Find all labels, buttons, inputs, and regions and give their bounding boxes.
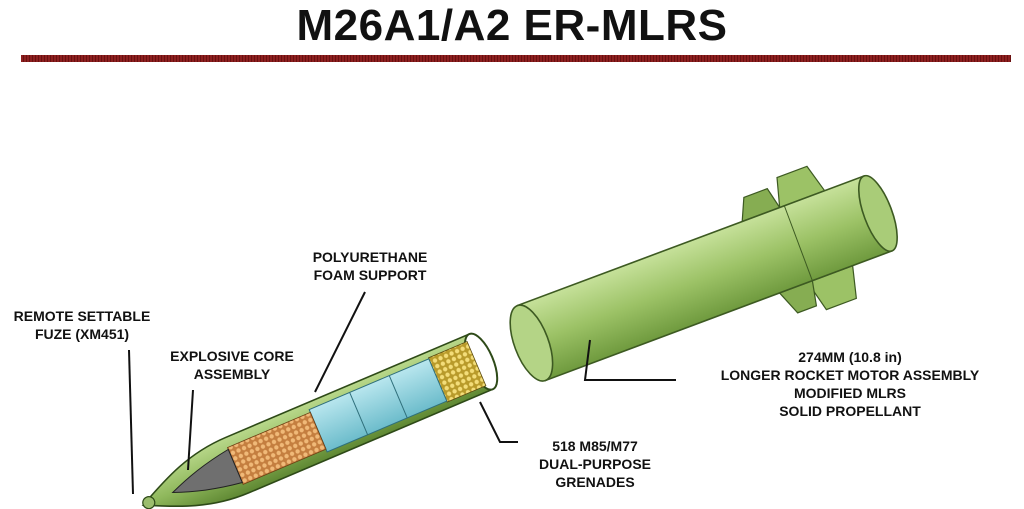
nose-internals	[171, 448, 244, 494]
fuze-tip	[142, 496, 156, 509]
leader-grenades	[479, 401, 518, 443]
leader-fuze	[128, 349, 134, 495]
label-grenades: 518 M85/M77 DUAL-PURPOSE GRENADES	[538, 438, 651, 490]
label-explosive-core: EXPLOSIVE CORE ASSEMBLY	[170, 348, 294, 382]
warhead-section	[141, 332, 499, 509]
label-fuze: REMOTE SETTABLE FUZE (XM451)	[13, 308, 151, 342]
leader-core	[187, 389, 194, 471]
label-rocket-motor: 274MM (10.8 in) LONGER ROCKET MOTOR ASSE…	[720, 349, 980, 419]
rocket-motor	[509, 165, 898, 382]
title-divider	[21, 55, 1011, 62]
label-foam-support: POLYURETHANE FOAM SUPPORT	[312, 249, 428, 283]
leader-motor	[583, 339, 676, 381]
leader-lines	[128, 291, 676, 495]
motor-front-face	[509, 304, 554, 382]
leader-foam	[314, 291, 366, 393]
page-title: M26A1/A2 ER-MLRS	[296, 1, 728, 50]
motor-rear-cap	[857, 174, 898, 253]
